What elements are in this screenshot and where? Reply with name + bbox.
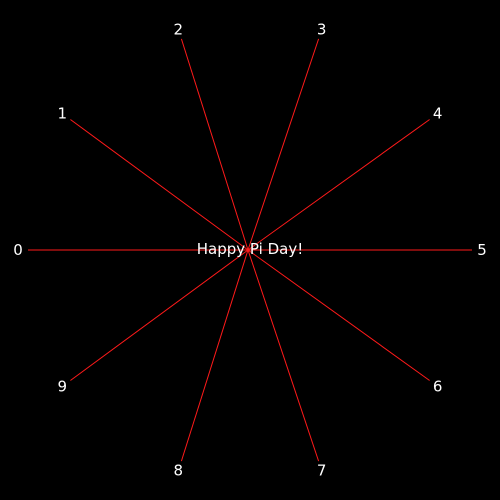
center-greeting: Happy Pi Day! bbox=[197, 240, 303, 258]
ray-digit-4 bbox=[247, 119, 430, 251]
digit-label-2: 2 bbox=[174, 20, 184, 38]
ray-digit-9 bbox=[70, 249, 249, 381]
digit-label-5: 5 bbox=[477, 241, 487, 259]
digit-label-4: 4 bbox=[433, 105, 443, 123]
digit-label-9: 9 bbox=[58, 377, 68, 395]
ray-digit-3 bbox=[247, 38, 320, 251]
digit-label-8: 8 bbox=[174, 462, 184, 480]
ray-digit-8 bbox=[180, 249, 249, 462]
ray-group bbox=[28, 38, 472, 462]
digit-label-7: 7 bbox=[317, 462, 327, 480]
ray-digit-2 bbox=[180, 38, 249, 251]
digit-label-3: 3 bbox=[317, 20, 327, 38]
digit-label-6: 6 bbox=[433, 377, 443, 395]
digit-label-0: 0 bbox=[13, 241, 23, 259]
ray-digit-1 bbox=[70, 119, 249, 251]
ray-digit-7 bbox=[247, 249, 320, 462]
ray-digit-6 bbox=[247, 249, 430, 381]
digit-label-1: 1 bbox=[58, 105, 68, 123]
digit-label-group: 0 1 2 3 4 5 6 7 8 9 bbox=[13, 20, 487, 479]
